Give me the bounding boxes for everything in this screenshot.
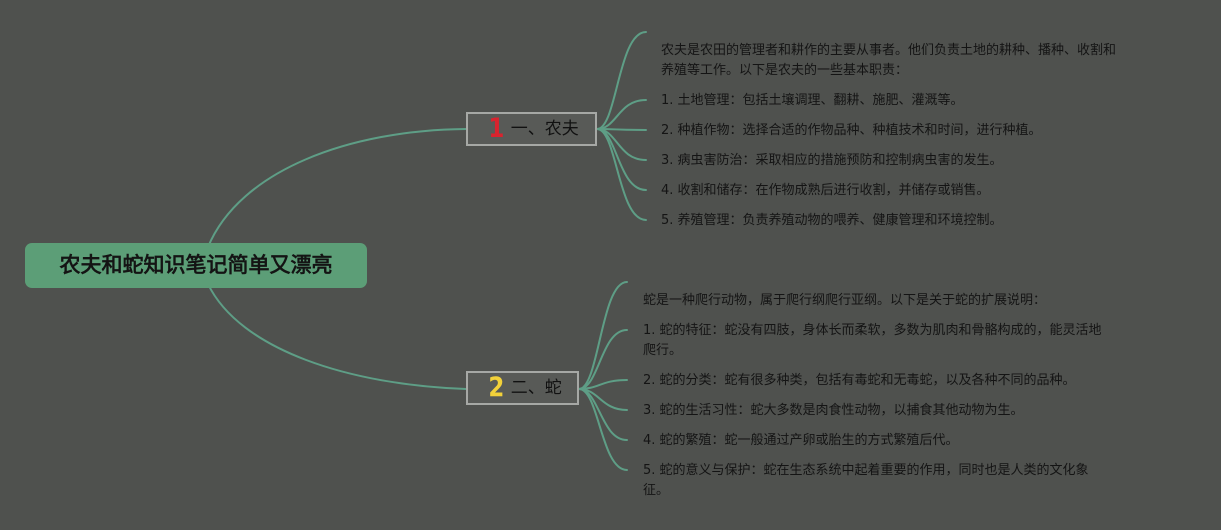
snake-leaf-connector-5 <box>578 388 628 471</box>
farmer-item-1-text: 1. 土地管理：包括土壤调理、翻耕、施肥、灌溉等。 <box>661 93 964 108</box>
root-to-branch-2-connector <box>207 283 467 390</box>
farmer-item-3-text: 3. 病虫害防治：采取相应的措施预防和控制病虫害的发生。 <box>661 153 1003 168</box>
farmer-leaf-connector-5 <box>596 128 647 221</box>
snake-item-1[interactable]: 1. 蛇的特征：蛇没有四肢，身体长而柔软，多数为肌肉和骨骼构成的，能灵活地 爬行… <box>643 321 1102 361</box>
farmer-intro-line-1: 农夫是农田的管理者和耕作的主要从事者。他们负责土地的耕种、播种、收割和 <box>661 43 1117 58</box>
farmer-item-5-text: 5. 养殖管理：负责养殖动物的喂养、健康管理和环境控制。 <box>661 213 1003 228</box>
farmer-item-4-text: 4. 收割和储存：在作物成熟后进行收割，并储存或销售。 <box>661 183 990 198</box>
snake-item-5-line-2: 征。 <box>643 483 670 498</box>
snake-intro-text: 蛇是一种爬行动物，属于爬行纲爬行亚纲。以下是关于蛇的扩展说明： <box>643 293 1047 308</box>
number-1-icon: 1 <box>488 113 505 144</box>
farmer-leaf-connector-0 <box>596 31 647 130</box>
snake-leaf-connector-1 <box>578 329 628 390</box>
snake-item-3[interactable]: 3. 蛇的生活习性：蛇大多数是肉食性动物，以捕食其他动物为生。 <box>643 401 1024 421</box>
snake-item-3-text: 3. 蛇的生活习性：蛇大多数是肉食性动物，以捕食其他动物为生。 <box>643 403 1024 418</box>
snake-item-5[interactable]: 5. 蛇的意义与保护：蛇在生态系统中起着重要的作用，同时也是人类的文化象 征。 <box>643 461 1089 501</box>
farmer-intro[interactable]: 农夫是农田的管理者和耕作的主要从事者。他们负责土地的耕种、播种、收割和 养殖等工… <box>661 41 1116 81</box>
farmer-item-2-text: 2. 种植作物：选择合适的作物品种、种植技术和时间，进行种植。 <box>661 123 1042 138</box>
snake-item-2[interactable]: 2. 蛇的分类：蛇有很多种类，包括有毒蛇和无毒蛇，以及各种不同的品种。 <box>643 371 1076 391</box>
snake-item-1-line-2: 爬行。 <box>643 343 683 358</box>
snake-item-4-text: 4. 蛇的繁殖：蛇一般通过产卵或胎生的方式繁殖后代。 <box>643 433 959 448</box>
snake-item-2-text: 2. 蛇的分类：蛇有很多种类，包括有毒蛇和无毒蛇，以及各种不同的品种。 <box>643 373 1076 388</box>
branch-farmer[interactable]: 1 一、农夫 <box>466 112 597 146</box>
farmer-item-1[interactable]: 1. 土地管理：包括土壤调理、翻耕、施肥、灌溉等。 <box>661 91 964 111</box>
branch-snake-label: 二、蛇 <box>510 378 562 398</box>
farmer-item-2[interactable]: 2. 种植作物：选择合适的作物品种、种植技术和时间，进行种植。 <box>661 121 1042 141</box>
branch-farmer-label: 一、农夫 <box>510 119 579 139</box>
farmer-intro-line-2: 养殖等工作。以下是农夫的一些基本职责： <box>661 63 909 78</box>
snake-item-5-line-1: 5. 蛇的意义与保护：蛇在生态系统中起着重要的作用，同时也是人类的文化象 <box>643 463 1089 478</box>
snake-leaf-connector-0 <box>578 281 628 390</box>
snake-leaf-connector-4 <box>578 388 628 441</box>
root-topic[interactable]: 农夫和蛇知识笔记简单又漂亮 <box>25 243 367 288</box>
snake-intro[interactable]: 蛇是一种爬行动物，属于爬行纲爬行亚纲。以下是关于蛇的扩展说明： <box>643 291 1046 311</box>
farmer-item-4[interactable]: 4. 收割和储存：在作物成熟后进行收割，并储存或销售。 <box>661 181 990 201</box>
snake-item-4[interactable]: 4. 蛇的繁殖：蛇一般通过产卵或胎生的方式繁殖后代。 <box>643 431 959 451</box>
farmer-item-5[interactable]: 5. 养殖管理：负责养殖动物的喂养、健康管理和环境控制。 <box>661 211 1003 231</box>
number-2-icon: 2 <box>488 372 505 403</box>
root-to-branch-1-connector <box>207 128 467 248</box>
farmer-item-3[interactable]: 3. 病虫害防治：采取相应的措施预防和控制病虫害的发生。 <box>661 151 1003 171</box>
snake-item-1-line-1: 1. 蛇的特征：蛇没有四肢，身体长而柔软，多数为肌肉和骨骼构成的，能灵活地 <box>643 323 1102 338</box>
branch-snake[interactable]: 2 二、蛇 <box>466 371 579 405</box>
